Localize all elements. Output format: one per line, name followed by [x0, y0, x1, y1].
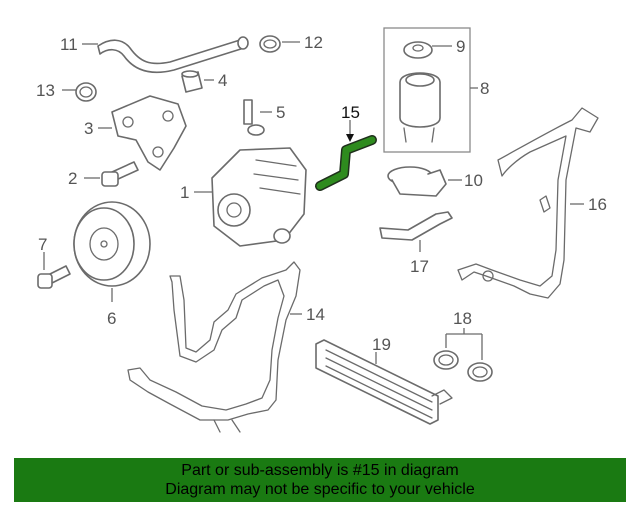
- info-banner: Part or sub-assembly is #15 in diagram D…: [14, 458, 626, 502]
- part-3-bracket[interactable]: [111, 95, 187, 171]
- label-16: 16: [588, 195, 607, 214]
- part-7-bolt[interactable]: [37, 265, 71, 289]
- label-14: 14: [306, 305, 325, 324]
- banner-line-1: Part or sub-assembly is #15 in diagram: [181, 462, 459, 479]
- label-8: 8: [480, 79, 489, 98]
- label-3: 3: [84, 119, 93, 138]
- banner-line-2: Diagram may not be specific to your vehi…: [165, 481, 475, 498]
- label-1: 1: [180, 183, 189, 202]
- label-10: 10: [464, 171, 483, 190]
- part-15-hose-highlighted[interactable]: [315, 135, 377, 191]
- label-7: 7: [38, 235, 47, 254]
- label-15: 15: [341, 103, 360, 122]
- label-4: 4: [218, 71, 227, 90]
- label-6: 6: [107, 309, 116, 328]
- label-5: 5: [276, 103, 285, 122]
- label-18: 18: [453, 309, 472, 328]
- parts-diagram: 11 12 13 4 5 3 2: [36, 27, 607, 433]
- part-17-hose[interactable]: [379, 211, 453, 241]
- part-8-reservoir-assembly[interactable]: [383, 27, 471, 153]
- part-12-clamp[interactable]: [259, 35, 281, 53]
- part-18-clamps[interactable]: [433, 350, 493, 382]
- part-10-bracket[interactable]: [387, 166, 447, 197]
- label-13: 13: [36, 81, 55, 100]
- label-12: 12: [304, 33, 323, 52]
- part-5-bolt[interactable]: [243, 99, 265, 136]
- part-16-pressure-line[interactable]: [457, 107, 599, 299]
- part-4-bushing[interactable]: [181, 70, 203, 93]
- part-1-pump[interactable]: [211, 147, 307, 247]
- label-17: 17: [410, 257, 429, 276]
- part-6-pulley[interactable]: [73, 201, 151, 287]
- part-13-clamp[interactable]: [75, 82, 97, 102]
- label-9: 9: [456, 37, 465, 56]
- label-19: 19: [372, 335, 391, 354]
- part-2-bolt[interactable]: [101, 161, 139, 187]
- part-11-hose[interactable]: [97, 36, 249, 74]
- part-14-return-line[interactable]: [127, 261, 301, 433]
- label-11: 11: [60, 35, 78, 54]
- part-19-cooler[interactable]: [315, 339, 453, 425]
- label-2: 2: [68, 169, 77, 188]
